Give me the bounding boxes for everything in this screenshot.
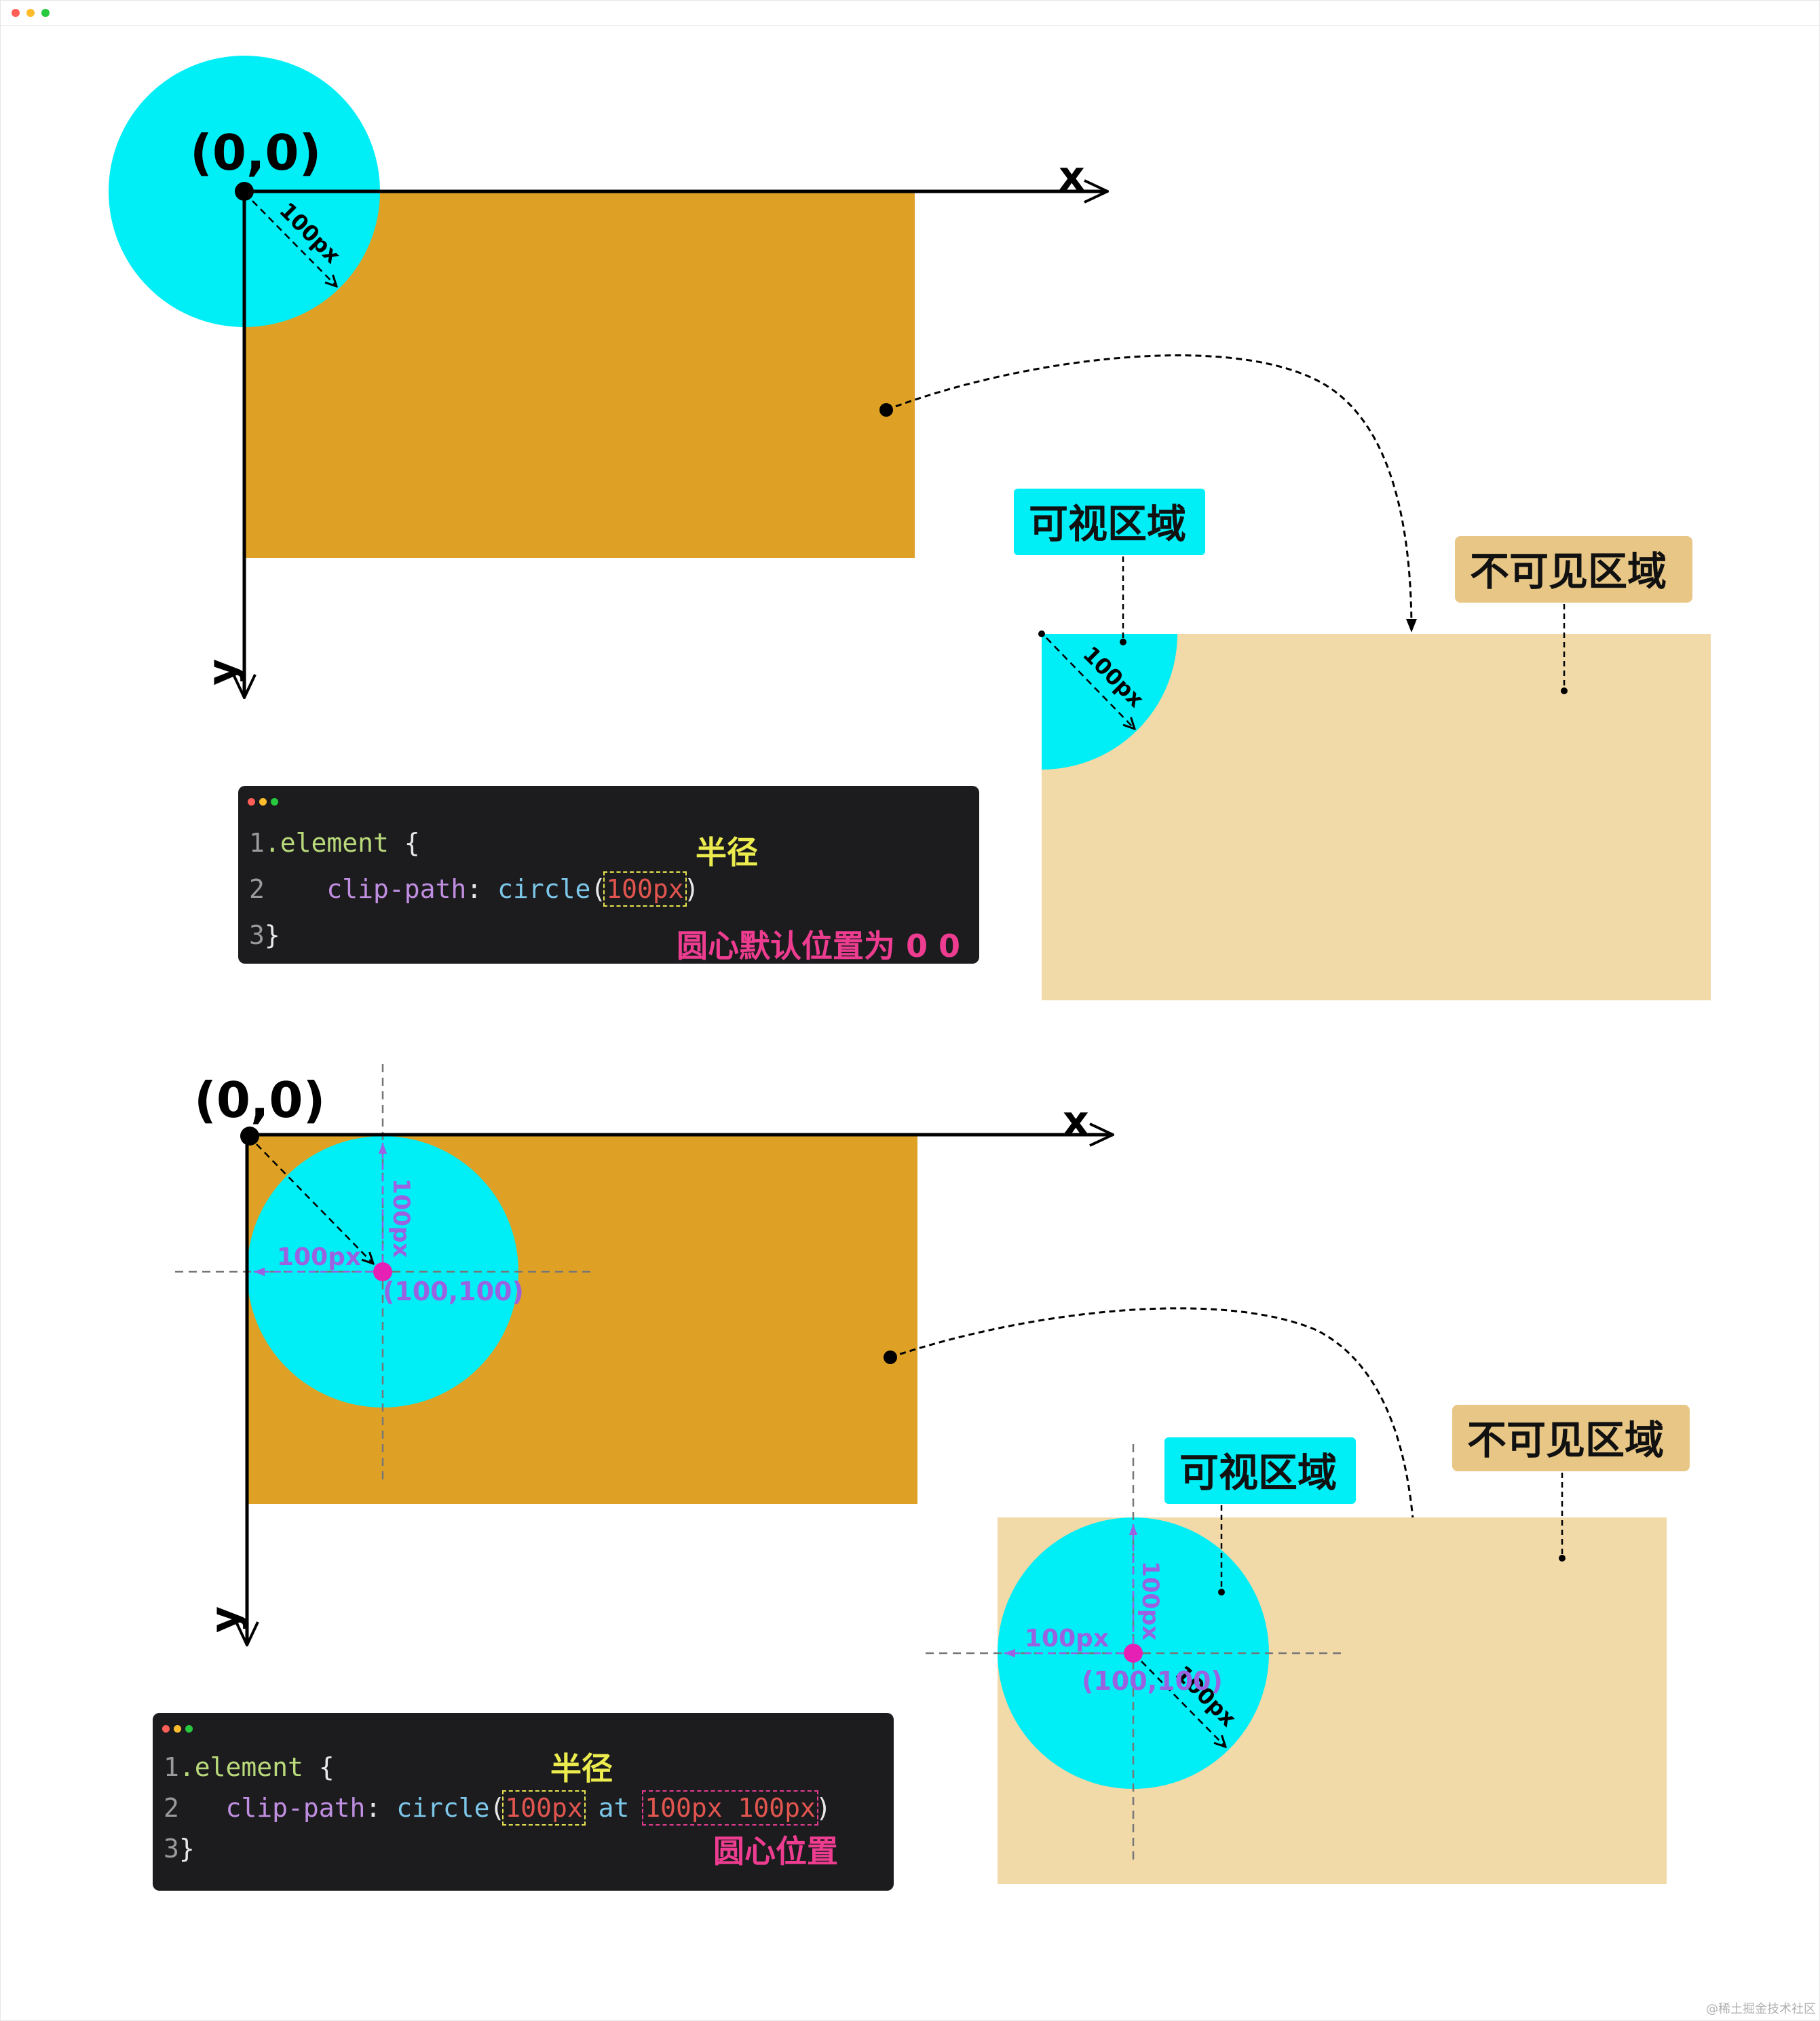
result-horizontal-measure-label: 100px [1025, 1625, 1109, 1652]
maximize-dot[interactable] [41, 9, 50, 17]
line-number: 1 [249, 828, 265, 858]
code-block-1: 1.element { 2 clip-path: circle(100px) 3… [238, 786, 979, 964]
open-brace: { [388, 828, 420, 858]
radius-note: 半径 [696, 834, 758, 871]
line-number: 2 [164, 1793, 179, 1823]
visible-tag-bg-2 [1164, 1437, 1356, 1504]
origin-dot-2 [240, 1127, 259, 1146]
radius-arg: 100px [502, 1790, 586, 1826]
result-radius-line [1046, 637, 1135, 729]
visible-tag-dot [1120, 639, 1126, 645]
close-paren: ) [683, 874, 700, 904]
css-selector: .element [264, 828, 389, 858]
x-axis-label: x [1059, 153, 1085, 200]
center-note: 圆心默认位置为 0 0 [677, 928, 961, 964]
x-axis-label-2: x [1063, 1097, 1089, 1145]
open-paren: ( [590, 874, 607, 904]
line-number: 2 [249, 874, 265, 904]
css-function: circle [396, 1793, 490, 1823]
code-dot-yellow [259, 798, 267, 806]
open-brace: { [303, 1752, 335, 1782]
position-arg: 100px 100px [642, 1790, 818, 1826]
css-property: clip-path [326, 874, 467, 904]
origin-to-center-line [256, 1144, 373, 1264]
result-center-dot [1124, 1644, 1143, 1663]
line-number: 1 [164, 1752, 179, 1782]
code-dot-red [162, 1725, 170, 1733]
code-line-1: 1.element { [249, 828, 420, 858]
origin-dot [235, 182, 254, 201]
diagram-1: (0,0) x y 100px 100px 可视区域 不可见区域 [109, 56, 1711, 1000]
center-dot [373, 1262, 392, 1281]
code-window-dots [248, 795, 282, 808]
watermark: @稀土掘金技术社区 [1706, 2002, 1816, 2016]
close-paren: ) [815, 1793, 831, 1823]
close-dot[interactable] [12, 9, 20, 17]
code-dot-green [185, 1725, 193, 1733]
hidden-tag-2: 不可见区域 [1467, 1417, 1664, 1463]
code-line-2: 2 clip-path: circle(100px at 100px 100px… [164, 1790, 831, 1826]
radius-note: 半径 [550, 1750, 613, 1787]
at-keyword: at [582, 1793, 645, 1823]
code-line-3: 3} [249, 920, 280, 950]
transform-arrow-2 [890, 1307, 1421, 1580]
hidden-tag-dot [1561, 687, 1568, 694]
code-block-2: 1.element { 2 clip-path: circle(100px at… [153, 1713, 894, 1891]
close-brace: } [178, 1834, 195, 1864]
line-number: 3 [164, 1834, 179, 1864]
code-line-1: 1.element { [164, 1752, 335, 1782]
visible-tag-bg [1014, 489, 1205, 555]
css-function: circle [497, 874, 591, 904]
code-dot-red [248, 798, 255, 806]
colon: : [466, 874, 498, 904]
diagram-2: (0,0) x y 100px 100px (100,100) 100px 10… [175, 1064, 1690, 1884]
css-property: clip-path [225, 1793, 366, 1823]
result-radius-line-2 [1141, 1661, 1226, 1747]
hidden-tag-dot-2 [1559, 1555, 1566, 1562]
code-dot-yellow [174, 1725, 181, 1733]
radius-line [252, 200, 337, 286]
close-brace: } [264, 920, 280, 950]
result-vertical-measure-label: 100px [1137, 1561, 1164, 1640]
result-center-label: (100,100) [1082, 1666, 1223, 1696]
visible-quarter-circle [1042, 634, 1177, 770]
visible-tag-dot-2 [1218, 1589, 1225, 1595]
hidden-tag-bg [1455, 536, 1692, 603]
code-line-2: 2 clip-path: circle(100px) [249, 871, 700, 907]
visible-tag-2: 可视区域 [1179, 1450, 1337, 1496]
hidden-tag-bg-2 [1452, 1405, 1690, 1471]
origin-label: (0,0) [190, 124, 321, 181]
center-label: (100,100) [383, 1277, 524, 1306]
result-origin-dot [1038, 630, 1045, 637]
colon: : [365, 1793, 397, 1823]
y-axis-label-2: y [202, 1606, 249, 1633]
vertical-measure-label: 100px [387, 1178, 415, 1258]
code-window-dots [162, 1722, 197, 1735]
horizontal-measure-label: 100px [277, 1243, 361, 1271]
center-note: 圆心位置 [713, 1833, 838, 1870]
code-line-3: 3} [164, 1834, 195, 1864]
transform-arrow [886, 354, 1417, 632]
minimize-dot[interactable] [26, 9, 35, 17]
code-dot-green [271, 798, 278, 806]
title-bar [1, 1, 1819, 26]
css-selector: .element [178, 1752, 303, 1782]
open-paren: ( [489, 1793, 506, 1823]
visible-tag: 可视区域 [1029, 501, 1186, 547]
radius-arg: 100px [603, 871, 687, 907]
line-number: 3 [249, 920, 265, 950]
origin-label-2: (0,0) [194, 1072, 325, 1129]
y-axis-label: y [199, 659, 246, 685]
hidden-tag: 不可见区域 [1470, 548, 1667, 594]
